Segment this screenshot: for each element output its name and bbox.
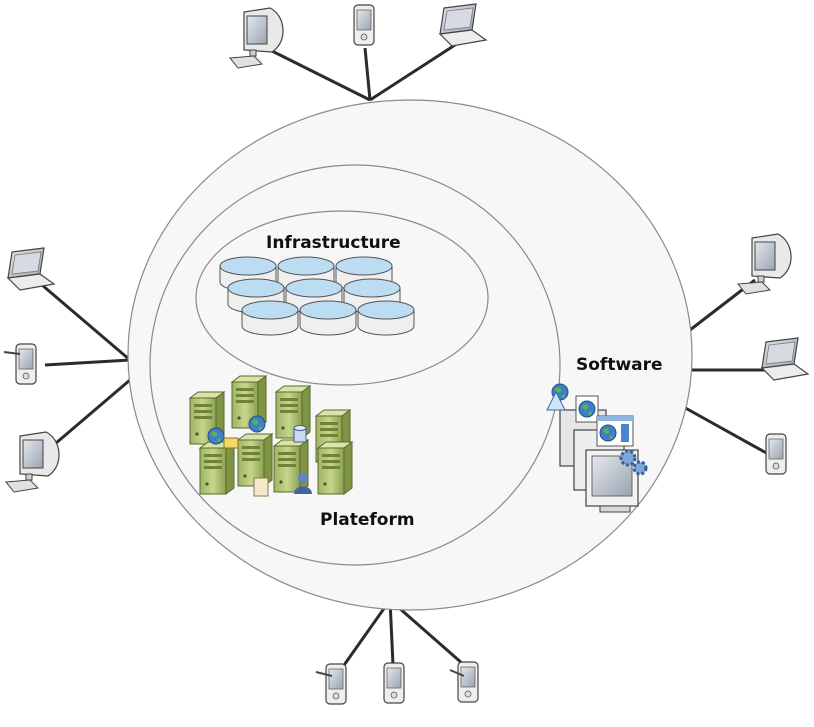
storage-disk-group — [219, 256, 415, 336]
platform-label: Plateform — [320, 510, 415, 530]
pda-icon — [353, 4, 375, 46]
software-app-icon — [546, 383, 634, 447]
folder-icon — [223, 437, 239, 449]
software-label: Software — [576, 355, 663, 375]
globe-icon — [207, 427, 225, 445]
storage-disk-icon — [241, 300, 299, 336]
server-tower-icon — [273, 439, 309, 493]
user-icon — [294, 473, 312, 494]
pda-icon — [3, 343, 37, 385]
server-tower-icon — [199, 441, 235, 495]
desktop-computer-icon — [5, 431, 60, 493]
storage-disk-icon — [299, 300, 357, 336]
pda-icon — [765, 433, 787, 475]
document-icon — [253, 477, 269, 497]
laptop-icon — [7, 247, 55, 291]
pda-icon — [383, 662, 405, 704]
infrastructure-label: Infrastructure — [266, 233, 401, 253]
server-tower-icon — [317, 441, 353, 495]
pda-icon — [315, 663, 347, 705]
software-stack — [546, 383, 648, 513]
connector-lines — [41, 43, 771, 669]
laptop-icon — [439, 3, 487, 47]
pda-icon — [449, 661, 479, 703]
storage-disk-icon — [357, 300, 415, 336]
database-icon — [293, 425, 307, 443]
server-cluster — [189, 375, 353, 497]
gear-icon — [619, 449, 648, 476]
laptop-icon — [761, 337, 809, 381]
globe-icon — [248, 415, 266, 433]
desktop-computer-icon — [229, 7, 284, 69]
desktop-computer-icon — [737, 233, 792, 295]
